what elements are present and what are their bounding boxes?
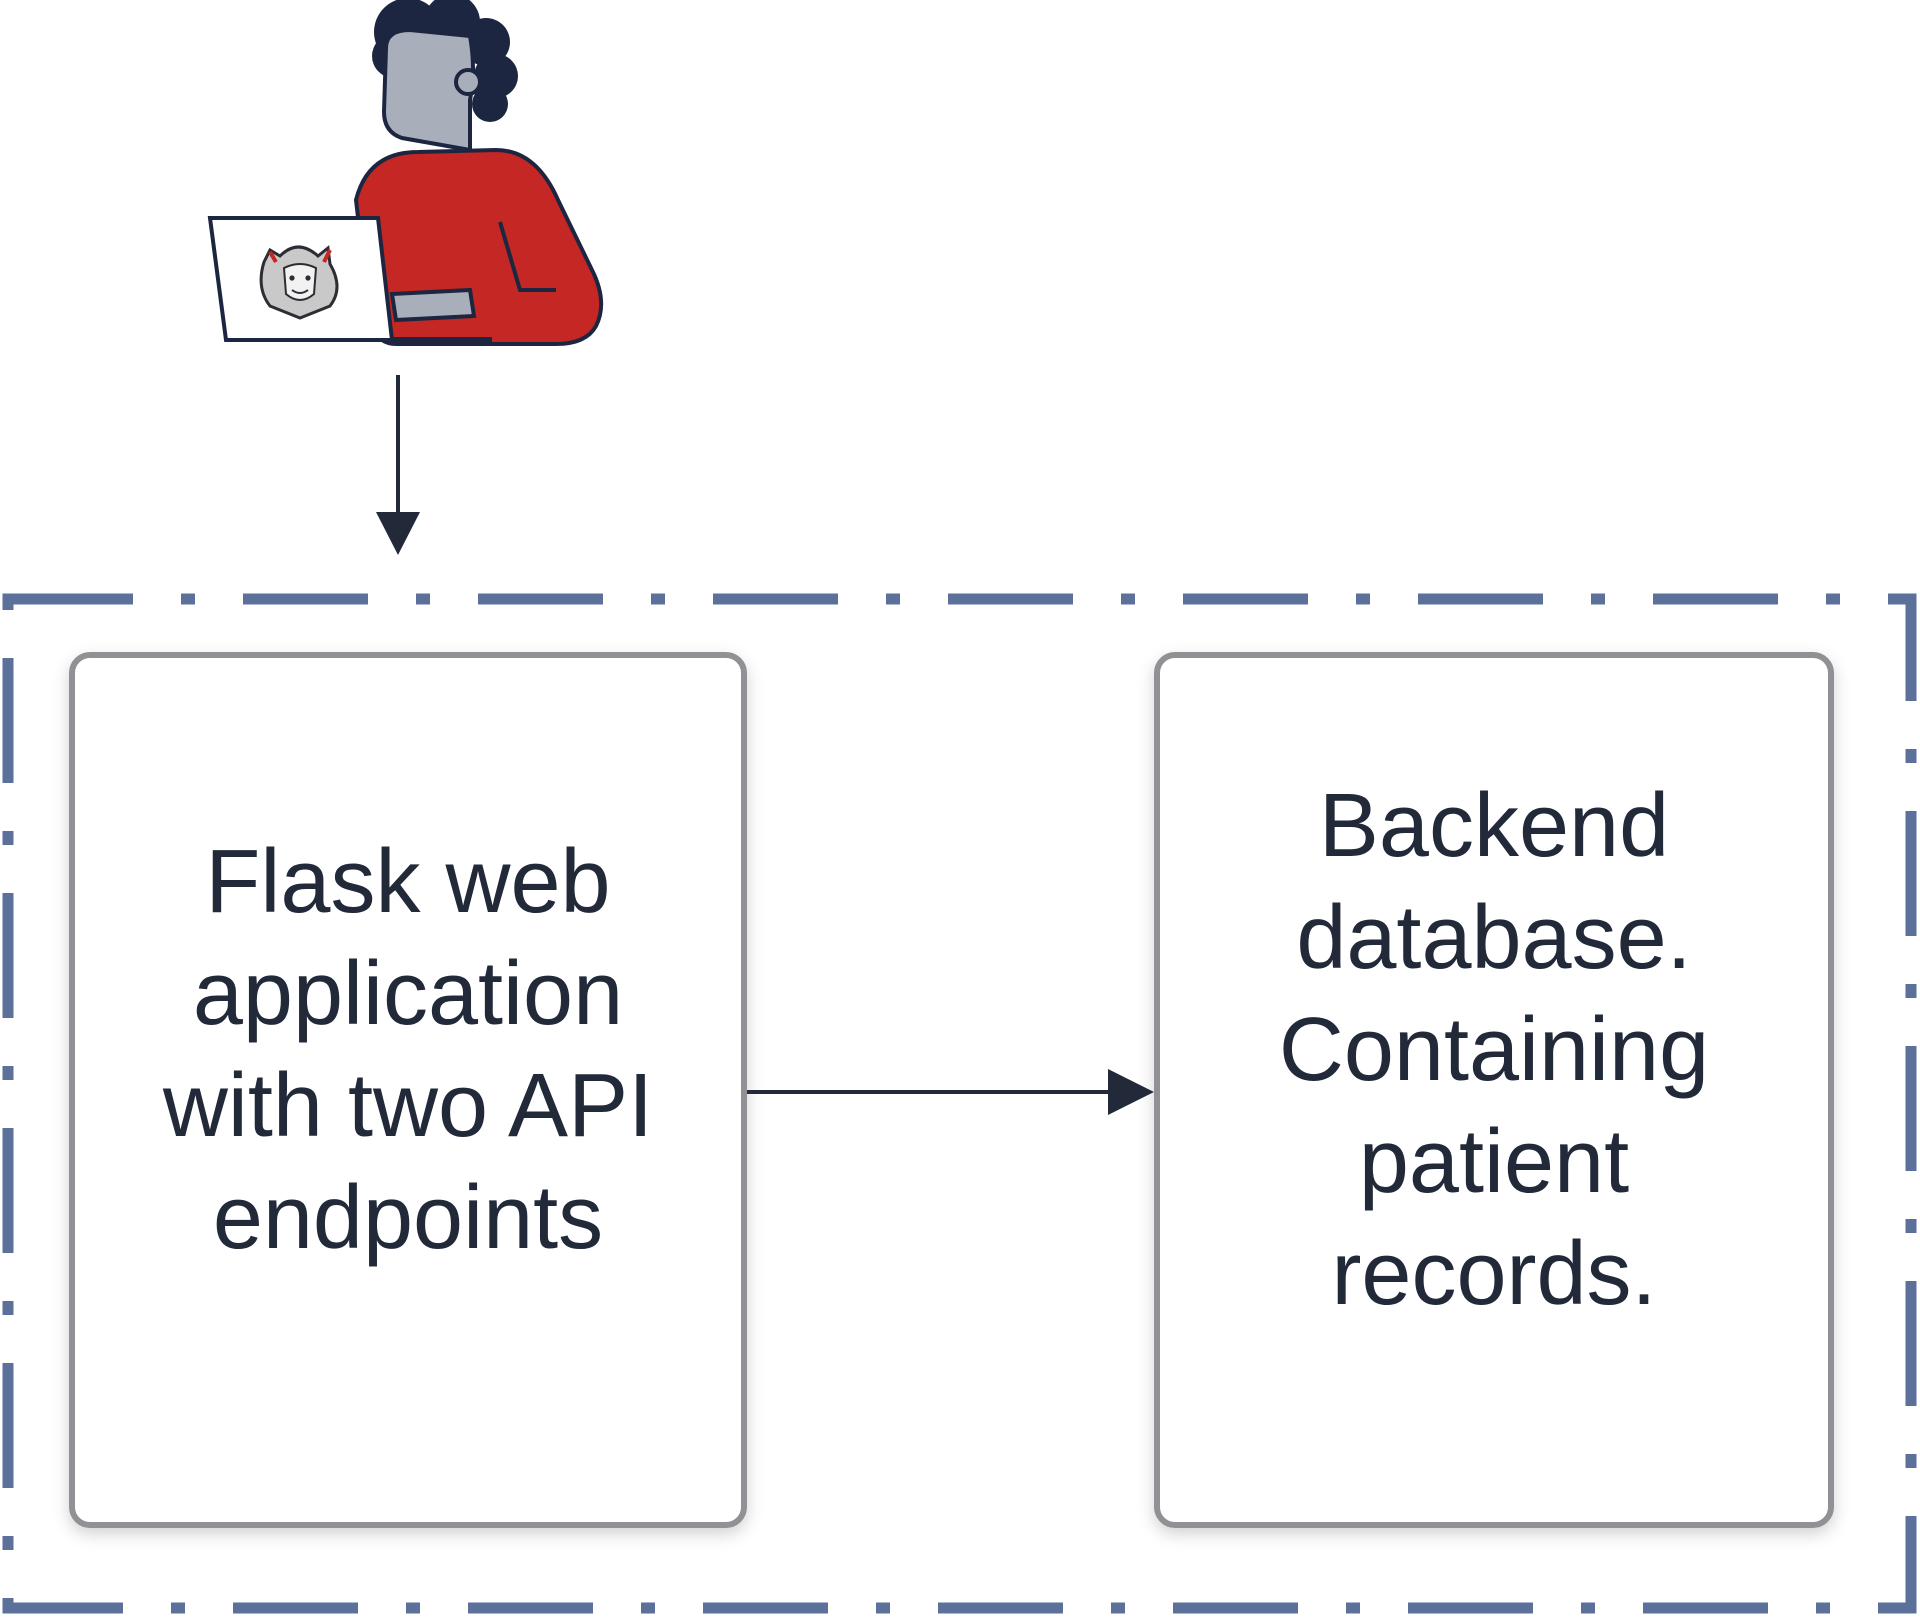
database-label: Backend database. Containing patient rec…: [1278, 776, 1710, 1324]
flask-app-node: [69, 652, 747, 1528]
hooded-anonymous-mask-icon: [259, 245, 339, 320]
flask-app-label: Flask web application with two API endpo…: [162, 832, 654, 1268]
database-node: [1154, 652, 1834, 1528]
attacker-to-app-arrowhead: [376, 512, 420, 555]
app-to-database-arrowhead: [1108, 1069, 1154, 1115]
system-boundary: [2, 593, 1917, 1614]
